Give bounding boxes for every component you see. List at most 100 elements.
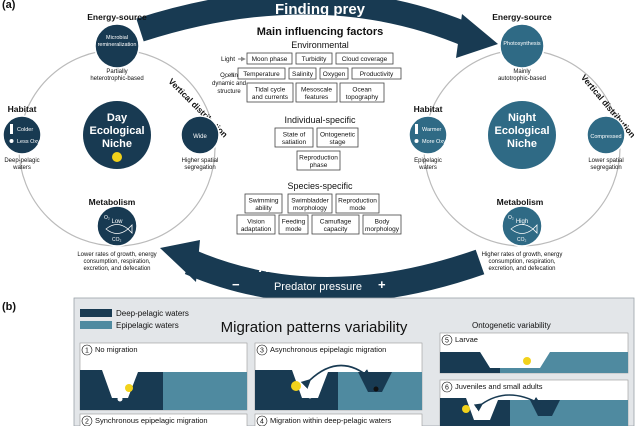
factor-species-a2-text: Reproduction [338, 197, 377, 204]
finding-prey-arrow [136, 0, 475, 48]
card-label: No migration [95, 345, 138, 354]
day-niche-line2: Ecological [89, 125, 144, 137]
factor-species-a2-box [335, 193, 380, 214]
night-metabolism-caption-l3: excretion, and defecation [488, 266, 555, 272]
factor-species-b0-text: Vision [247, 218, 265, 225]
card-label: Larvae [455, 335, 478, 344]
predator-pressure-label: Predator pressure [274, 281, 362, 293]
legend-swatch-epi [80, 321, 112, 329]
individual-title: Individual-specific [284, 115, 356, 125]
oxygen-icon [414, 139, 419, 143]
sun-icon [462, 405, 470, 413]
day-co2: CO₂ [112, 237, 122, 243]
night-energy-caption-l2: autotrophic-based [498, 76, 546, 82]
factor-species-b2-box [311, 214, 360, 235]
predator-pressure-minus: − [232, 277, 240, 292]
night-co2: CO₂ [517, 237, 527, 243]
card-asynchronous: 3 Asynchronous epipelagic migration [254, 342, 423, 411]
night-niche-line3: Niche [507, 138, 537, 150]
night-vertical-caption-l2: segregation [590, 165, 621, 171]
sun-icon [291, 381, 301, 391]
finding-prey-arrowhead [456, 14, 498, 58]
sun-icon [112, 152, 122, 162]
avoiding-predation-arrowhead [160, 240, 200, 282]
day-vertical-inner: Wide [193, 134, 207, 140]
card-synchronous: 2 Synchronous epipelagic migration [79, 413, 248, 429]
day-habitat-circle [2, 115, 42, 155]
day-niche-circle [83, 101, 151, 169]
organism-icon [117, 396, 123, 402]
night-niche-circle [488, 101, 556, 169]
card-within-deep: 4 Migration within deep-pelagic waters [254, 413, 423, 429]
oxygen-icon [9, 139, 14, 143]
card-number: 2 [85, 419, 89, 426]
day-habitat-inner1: Colder [17, 127, 33, 133]
factor-light-2-text: Cloud coverage [342, 56, 388, 63]
factor-species-a0-text: Swimming [249, 197, 279, 204]
night-habitat-caption-l2: waters [418, 165, 437, 171]
sun-icon [125, 384, 133, 392]
night-habitat-inner2: More Oxygen [422, 139, 455, 145]
sun-icon [523, 357, 531, 365]
card-number: 5 [445, 338, 449, 345]
factor-species-b3-text: Body [375, 218, 391, 225]
day-niche-line1: Day [107, 112, 128, 124]
factor-individual-1-text: stage [330, 139, 346, 146]
fish-icon [510, 224, 538, 234]
night-metabolism-circle [501, 205, 543, 247]
day-energy-caption-l2: heterotrophic-based [90, 76, 143, 82]
factor-species-b1-text: mode [285, 226, 302, 233]
environmental-title: Environmental [291, 40, 349, 50]
factor-species-a0-box [244, 193, 283, 214]
day-energy-inner-l1: Microbial [106, 35, 128, 41]
day-habitat-caption-l2: waters [12, 165, 31, 171]
night-o2: O₂ [508, 215, 514, 221]
factor-species-a2-text: mode [349, 205, 366, 212]
factor-light-0-text: Moon phase [252, 56, 288, 63]
factor-ocean-a1-text: Salinity [292, 71, 314, 78]
day-metabolism-caption-l3: excretion, and defecation [83, 266, 150, 272]
light-label: Light [221, 56, 235, 63]
ocean-label-l2: dynamic and [212, 81, 246, 87]
factor-individual-0-box [274, 127, 314, 148]
factor-ocean-b1-box [295, 82, 338, 103]
factor-ocean-b0-box [246, 82, 294, 103]
night-habitat-caption-l1: Epipelagic [414, 158, 442, 164]
factor-light-1-box [295, 52, 333, 65]
factor-ocean-a2-text: Oxygen [323, 71, 346, 78]
factor-ocean-b2-box [339, 82, 385, 103]
factor-species-b3-text: morphology [365, 226, 400, 233]
day-energy-circle [94, 23, 140, 69]
night-metabolism-inner: High [516, 219, 528, 225]
fish-icon [105, 224, 133, 234]
avoiding-predation-arrow [184, 249, 485, 303]
panel-a-label: (a) [2, 0, 16, 11]
epipelagic-water [163, 372, 247, 410]
day-vertical-caption-l2: segregation [184, 165, 215, 171]
night-vertical-inner: Compressed [590, 134, 621, 140]
card-no-migration: 1 No migration [79, 342, 248, 411]
factor-light-1-text: Turbidity [302, 56, 327, 63]
card-number: 3 [260, 348, 264, 355]
factor-species-b3-box [362, 214, 402, 235]
night-habitat-title: Habitat [414, 104, 443, 114]
factor-ocean-a2-box [319, 67, 349, 80]
night-energy-title: Energy-source [492, 12, 552, 22]
night-energy-caption-l1: Mainly [513, 69, 530, 75]
day-metabolism-caption-l1: Lower rates of growth, energy [77, 252, 156, 258]
card-larvae: 5 Larvae [439, 332, 629, 374]
day-energy-inner-l2: remineralization [98, 42, 137, 48]
factor-individual-2-text: Reproduction [299, 154, 338, 161]
factor-ocean-b1-text: Mesoscale [301, 86, 332, 93]
migration-arrow [473, 394, 542, 412]
factor-ocean-b2-text: Ocean [352, 86, 372, 93]
organism-icon [373, 386, 379, 392]
card-number: 6 [445, 385, 449, 392]
day-energy-title: Energy-source [87, 12, 147, 22]
factor-species-b2-text: capacity [324, 226, 349, 233]
avoiding-predation-label: Avoiding predation [258, 259, 385, 275]
card-number: 4 [260, 419, 264, 426]
night-metabolism-caption-l2: consumption, respiration, [488, 259, 555, 265]
